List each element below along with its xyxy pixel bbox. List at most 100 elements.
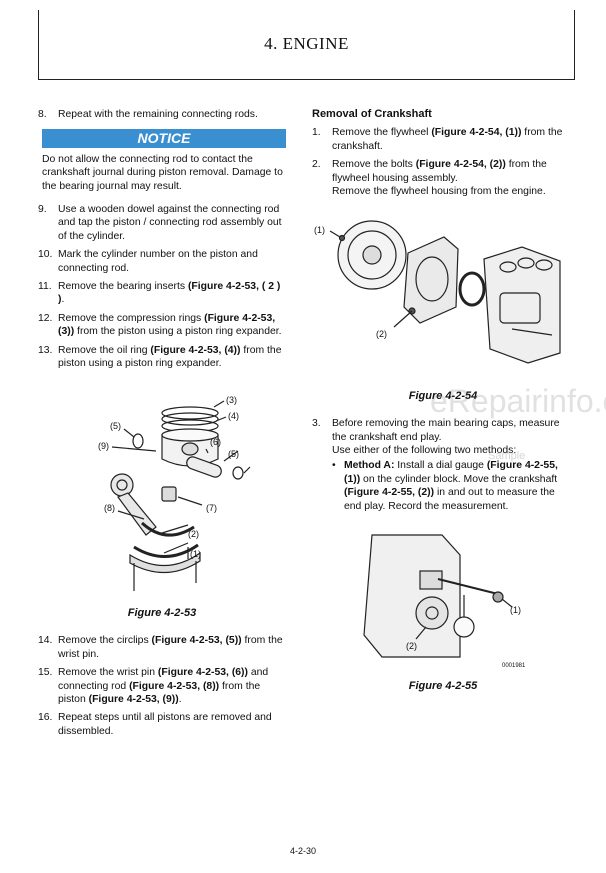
text-run: in and out to measure the end play. Reco…: [344, 487, 555, 512]
text-run: .: [178, 693, 182, 705]
callout-7: (7): [206, 503, 217, 513]
step-extra-text: Use either of the following two methods:: [332, 445, 517, 457]
step-text: Repeat steps until all pistons are remov…: [58, 711, 286, 738]
chapter-title: 4. ENGINE: [264, 34, 349, 53]
step-3: 3. Before removing the main bearing caps…: [312, 417, 574, 513]
watermark-sample: Sample: [488, 450, 526, 462]
step-number: 3.: [312, 418, 321, 430]
step-text: Remove the compression rings (Figure 4-2…: [58, 312, 286, 339]
callout-1: (1): [190, 549, 201, 559]
part-code: 0001981: [502, 663, 526, 669]
step-8: 8. Repeat with the remaining connecting …: [38, 108, 286, 121]
text-run: Remove the flywheel: [332, 127, 432, 139]
figure-reference: (Figure 4-2-53, (9)): [88, 693, 179, 705]
step-item: 16. Repeat steps until all pistons are re…: [38, 711, 286, 738]
text-run: on the cylinder block. Move the cranksha…: [360, 473, 558, 485]
step-text: Remove the bolts (Figure 4-2-54, (2)) fr…: [332, 158, 574, 185]
step-text: Repeat with the remaining connecting rod…: [58, 109, 258, 120]
figure-caption: Figure 4-2-55: [408, 679, 478, 692]
step-item: 13. Remove the oil ring (Figure 4-2-53, (…: [38, 344, 286, 371]
text-run: Remove the bearing inserts: [58, 281, 188, 293]
callout-5-left: (5): [110, 421, 121, 431]
figure-reference: (Figure 4-2-53, (5)): [151, 635, 242, 647]
figure-reference: (Figure 4-2-53, (4)): [150, 344, 241, 356]
method-a-text: Method A: Install a dial gauge (Figure 4…: [344, 459, 574, 513]
text-run: from the piston: [58, 680, 261, 705]
figure-reference: Method A:: [344, 460, 395, 472]
text-run: from the piston using a piston ring expa…: [58, 344, 282, 370]
figure-reference: (Figure 4-2-53, ( 2 ) ): [58, 281, 281, 306]
text-run: Remove the circlips: [58, 635, 152, 647]
steps-list-a: 9. Use a wooden dowel against the connect…: [38, 203, 286, 370]
callout-1: (1): [314, 225, 325, 235]
step-number: 13.: [38, 344, 53, 356]
figure-4-2-55: (1) (2) 0001981 Figure 4-2-55: [312, 527, 574, 693]
step-text: Mark the cylinder number on the piston a…: [58, 248, 286, 275]
figure-reference: (Figure 4-2-53, (6)): [157, 667, 248, 679]
bullet-dot: •: [332, 460, 336, 472]
step-number: 2.: [312, 159, 321, 171]
text-run: and connecting rod: [58, 667, 269, 692]
right-column: Removal of Crankshaft 1. Remove the flywh…: [312, 108, 574, 693]
step-number: 14.: [38, 635, 53, 647]
page-number: 4-2-30: [289, 846, 316, 856]
step-number: 9.: [38, 204, 47, 216]
text-run: Remove the oil ring: [58, 344, 151, 356]
figure-reference: (Figure 4-2-54, (1)): [431, 127, 522, 139]
step-item: 9. Use a wooden dowel against the connect…: [38, 203, 286, 243]
figure-reference: (Figure 4-2-54, (2)): [415, 159, 506, 171]
step-text: Remove the oil ring (Figure 4-2-53, (4))…: [58, 344, 286, 371]
step-number: 15.: [38, 667, 53, 679]
text-run: from the crankshaft.: [332, 127, 563, 152]
step-item: 12. Remove the compression rings (Figure …: [38, 312, 286, 339]
step-text: Remove the wrist pin (Figure 4-2-53, (6)…: [58, 666, 286, 706]
step-number: 16.: [38, 712, 53, 724]
step-text: Remove the flywheel (Figure 4-2-54, (1))…: [332, 126, 574, 153]
piston-rod-diagram: (3) (4) (5) (9) (6) (5) (8) (7) (2) (1): [98, 395, 251, 591]
steps-list-b: 14. Remove the circlips (Figure 4-2-53, (…: [38, 634, 286, 738]
text-run: Remove the bolts: [332, 159, 416, 171]
method-a-bullet: • Method A: Install a dial gauge (Figure…: [332, 459, 574, 513]
step-item: 1. Remove the flywheel (Figure 4-2-54, (1…: [312, 126, 574, 153]
step-extra-text: Remove the flywheel housing from the eng…: [332, 186, 546, 198]
step-item: 2. Remove the bolts (Figure 4-2-54, (2)) …: [312, 158, 574, 198]
text-run: from the wrist pin.: [58, 635, 283, 660]
figure-caption: Figure 4-2-54: [408, 389, 478, 402]
text-run: Remove the compression rings: [58, 312, 205, 324]
step-item: 15. Remove the wrist pin (Figure 4-2-53, …: [38, 666, 286, 706]
step-item: 10.Mark the cylinder number on the pisto…: [38, 248, 286, 275]
figure-4-2-54: (1) (2) Figure 4-2-54: [312, 203, 574, 403]
step-text: Use a wooden dowel against the connectin…: [58, 203, 286, 243]
callout-3: (3): [226, 395, 237, 405]
text-run: Install a dial gauge: [394, 460, 487, 472]
callout-2: (2): [406, 641, 417, 651]
step-text: Remove the circlips (Figure 4-2-53, (5))…: [58, 634, 286, 661]
step-number: 12.: [38, 312, 53, 324]
text-run: from the flywheel housing assembly.: [332, 159, 547, 184]
figure-reference: (Figure 4-2-53, (3)): [58, 312, 276, 338]
callout-8: (8): [104, 503, 115, 513]
notice-banner: NOTICE: [42, 129, 286, 148]
callout-5-right: (5): [228, 449, 239, 459]
text-run: Remove the wrist pin: [58, 667, 158, 679]
steps-list-right-a: 1. Remove the flywheel (Figure 4-2-54, (1…: [312, 126, 574, 198]
step-text: Before removing the main bearing caps, m…: [332, 418, 560, 443]
step-text: Remove the bearing inserts (Figure 4-2-5…: [58, 280, 286, 307]
watermark: eRepairinfo.com: [430, 383, 606, 419]
step-item: 11. Remove the bearing inserts (Figure 4-…: [38, 280, 286, 307]
text-run: Mark the cylinder number on the piston a…: [58, 249, 258, 274]
section-heading: Removal of Crankshaft: [312, 108, 432, 120]
figure-4-2-53: (3) (4) (5) (9) (6) (5) (8) (7) (2) (1) …: [38, 377, 286, 621]
step-number: 1.: [312, 127, 321, 139]
figure-caption: Figure 4-2-53: [127, 606, 197, 619]
text-run: Repeat steps until all pistons are remov…: [58, 712, 272, 737]
callout-2: (2): [188, 529, 199, 539]
step-number: 11.: [38, 281, 52, 293]
text-run: .: [61, 294, 65, 306]
flywheel-diagram: (1) (2): [314, 220, 561, 365]
dial-gauge-diagram: (1) (2) 0001981: [363, 534, 526, 669]
text-run: from the piston using a piston ring expa…: [74, 326, 282, 338]
text-run: Use a wooden dowel against the connectin…: [58, 204, 282, 242]
figure-reference: (Figure 4-2-55, (1)): [344, 460, 558, 485]
figure-reference: (Figure 4-2-55, (2)): [344, 487, 435, 499]
